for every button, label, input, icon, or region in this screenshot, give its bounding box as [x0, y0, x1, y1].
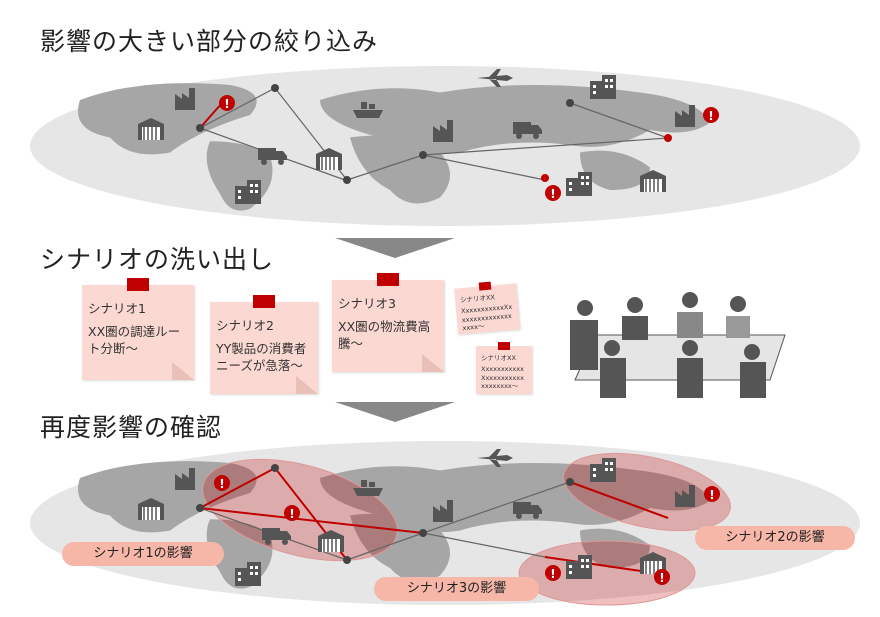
note-label: シナリオXX [459, 293, 496, 305]
scenario-note-2: シナリオ2 YY製品の消費者ニーズが急落～ [210, 295, 318, 394]
down-arrow [335, 238, 455, 258]
scenario-note-xx: シナリオXX XxxxxxxxxxxXxxxxxxxxxxxxxxxxxx～ [454, 281, 520, 335]
world-map-before [30, 66, 860, 226]
note-label: シナリオ2 [216, 318, 274, 333]
alert-icon [545, 565, 561, 581]
alert-icon [214, 475, 230, 491]
alert-icon [704, 486, 720, 502]
alert-icon [545, 185, 561, 201]
scenario2-impact-label: シナリオ2の影響 [695, 526, 855, 550]
alert-icon [219, 95, 235, 111]
alert-icon [284, 505, 300, 521]
note-text: YY製品の消費者ニーズが急落～ [216, 340, 307, 373]
tape [253, 295, 275, 308]
scenario-note-1: シナリオ1 XX圏の調達ルート分断～ [82, 278, 194, 380]
note-text: XX圏の調達ルート分断～ [88, 323, 181, 356]
scenario-note-3: シナリオ3 XX圏の物流費高騰～ [332, 273, 444, 372]
scenario-note-xx: シナリオXX XxxxxxxxxxxXxxxxxxxxxxxxxxxxxx～ [476, 342, 532, 394]
tape [377, 273, 399, 286]
note-text: XxxxxxxxxxxXxxxxxxxxxxxxxxxxxx～ [460, 303, 513, 333]
step1-title: 影響の大きい部分の絞り込み [40, 27, 379, 56]
highlighted-route [199, 102, 223, 129]
note-label: シナリオXX [481, 354, 516, 362]
meeting-illustration [570, 292, 786, 398]
note-text: XX圏の物流費高騰～ [338, 318, 431, 351]
down-arrow [335, 402, 455, 422]
step3-title: 再度影響の確認 [40, 413, 223, 442]
alert-icon [703, 107, 719, 123]
world-map-after [30, 441, 860, 606]
scenario1-impact-label: シナリオ1の影響 [62, 542, 224, 566]
impact-area-scenario1 [202, 458, 398, 562]
tape [127, 278, 149, 291]
note-label: シナリオ3 [338, 296, 396, 311]
note-text: XxxxxxxxxxxXxxxxxxxxxxxxxxxxxx～ [481, 365, 524, 391]
step2-title: シナリオの洗い出し [40, 245, 275, 274]
scenario3-impact-label: シナリオ3の影響 [374, 577, 539, 601]
note-label: シナリオ1 [88, 301, 146, 316]
alert-icon [654, 569, 670, 585]
